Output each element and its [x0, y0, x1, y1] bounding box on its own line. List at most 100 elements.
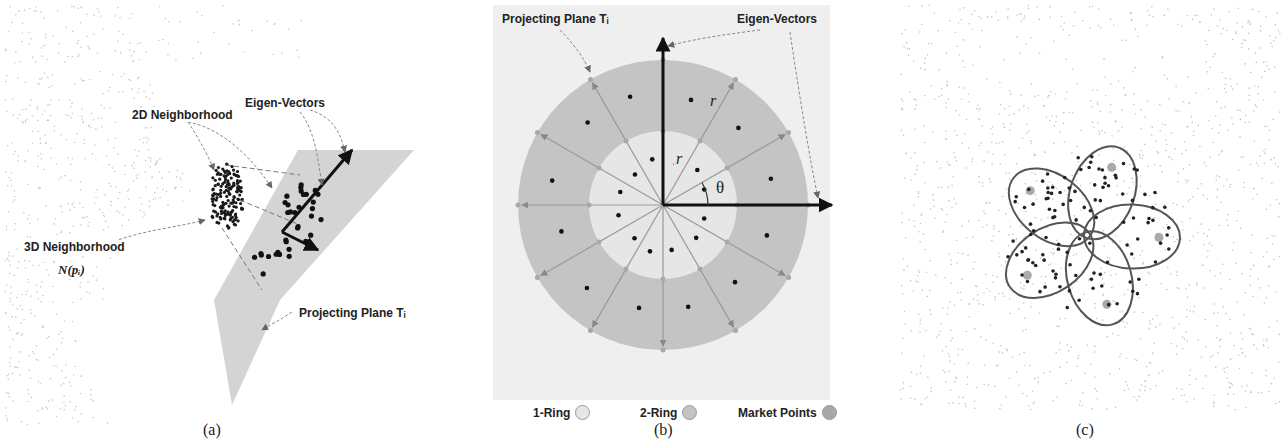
- cloud-point: [999, 408, 1001, 410]
- cloud-point: [965, 167, 967, 169]
- cloud-point: [24, 260, 26, 262]
- cloud-point: [74, 83, 76, 85]
- cloud-point: [50, 148, 52, 150]
- cloud-point: [1253, 188, 1255, 190]
- cloud-point: [1125, 94, 1127, 96]
- cloud-point: [1196, 282, 1198, 284]
- cloud-point: [96, 266, 98, 268]
- neighborhood-point: [232, 195, 235, 198]
- cloud-point: [949, 360, 951, 362]
- neighborhood-point: [215, 169, 218, 172]
- cloud-point: [1276, 12, 1278, 14]
- cloud-point: [1247, 22, 1249, 24]
- cloud-point: [1253, 110, 1255, 112]
- cloud-point: [1071, 346, 1073, 348]
- cloud-point: [115, 122, 117, 124]
- cloud-point: [1102, 230, 1104, 232]
- cloud-point: [18, 261, 20, 263]
- cloud-point: [1115, 235, 1117, 237]
- cloud-point: [1175, 110, 1177, 112]
- cloud-point: [978, 220, 980, 222]
- cloud-point: [14, 199, 16, 201]
- cloud-point: [1059, 132, 1061, 134]
- cloud-point: [112, 167, 114, 169]
- cloud-point: [941, 88, 943, 90]
- cloud-point: [1191, 116, 1193, 118]
- cloud-point: [1037, 377, 1039, 379]
- cloud-point: [1261, 178, 1263, 180]
- cloud-point: [1147, 272, 1149, 274]
- cloud-point: [1140, 338, 1142, 340]
- cloud-point: [117, 154, 119, 156]
- neighborhood-point: [212, 194, 215, 197]
- cloud-point: [27, 218, 29, 220]
- cloud-point: [51, 74, 53, 76]
- cloud-point: [26, 236, 28, 238]
- cloud-point: [969, 304, 971, 306]
- cloud-point: [1176, 387, 1178, 389]
- cloud-point: [900, 389, 902, 391]
- cloud-point: [906, 153, 908, 155]
- cloud-point: [910, 330, 912, 332]
- cloud-point: [1028, 5, 1030, 7]
- cloud-point: [1266, 251, 1268, 253]
- cloud-point: [1051, 115, 1053, 117]
- cloud-point: [1111, 287, 1113, 289]
- cloud-point: [27, 184, 29, 186]
- cloud-point: [1182, 348, 1184, 350]
- cloud-point: [1009, 378, 1011, 380]
- cloud-point: [1257, 278, 1259, 280]
- neighborhood-point: [224, 209, 227, 212]
- cloud-point: [1249, 95, 1251, 97]
- cloud-point: [26, 118, 28, 120]
- cloud-point: [11, 22, 13, 24]
- cloud-point: [1003, 123, 1005, 125]
- cloud-point: [6, 75, 8, 77]
- cloud-point: [1034, 378, 1036, 380]
- cloud-point: [64, 320, 66, 322]
- cloud-point: [36, 10, 38, 12]
- cloud-point: [50, 115, 52, 117]
- cloud-point: [29, 223, 31, 225]
- cloud-point: [1007, 8, 1009, 10]
- cloud-point: [63, 409, 65, 411]
- cloud-point: [86, 13, 88, 15]
- cloud-point: [5, 81, 7, 83]
- sample-point: [765, 233, 770, 238]
- cloud-point: [993, 228, 995, 230]
- cloud-point: [1233, 242, 1235, 244]
- neighborhood-point: [240, 208, 243, 211]
- cloud-point: [97, 52, 99, 54]
- cloud-point: [1189, 199, 1191, 201]
- cloud-point: [1109, 111, 1111, 113]
- cloud-point: [1045, 276, 1047, 278]
- cloud-point: [1097, 102, 1099, 104]
- neighborhood-point: [238, 193, 241, 196]
- cloud-point: [1023, 288, 1025, 290]
- cloud-point: [65, 27, 67, 29]
- cloud-point: [1249, 23, 1251, 25]
- cloud-point: [59, 99, 61, 101]
- cloud-point: [1059, 367, 1061, 369]
- cloud-point: [10, 292, 12, 294]
- cloud-point: [1103, 283, 1105, 285]
- cloud-point: [12, 256, 14, 258]
- cloud-point: [157, 187, 159, 189]
- cloud-point: [168, 21, 170, 23]
- cloud-point: [915, 99, 917, 101]
- cloud-point: [907, 266, 909, 268]
- cloud-point: [1250, 72, 1252, 74]
- cloud-point: [175, 59, 177, 61]
- cloud-point: [1208, 120, 1210, 122]
- cloud-point: [1182, 229, 1184, 231]
- market-point: [725, 240, 730, 245]
- cloud-point: [1154, 164, 1156, 166]
- cloud-point: [920, 223, 922, 225]
- cloud-point: [911, 372, 913, 374]
- sample-point: [648, 249, 653, 254]
- eigen-axis: [662, 38, 665, 205]
- cloud-point: [1270, 383, 1272, 385]
- cloud-point: [1194, 15, 1196, 17]
- cloud-point: [58, 334, 60, 336]
- cloud-point: [1077, 357, 1079, 359]
